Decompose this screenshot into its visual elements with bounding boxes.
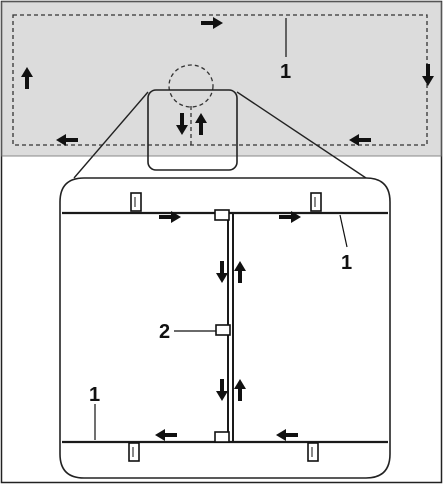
callout-label: 1 (89, 384, 100, 406)
overview-area (1, 1, 442, 157)
post-icon (310, 192, 322, 212)
overview-island (168, 64, 214, 108)
post-icon (307, 442, 319, 462)
callout-leader (339, 214, 348, 248)
callout-label: 1 (341, 252, 352, 274)
post-icon (130, 192, 142, 212)
insulator-icon (215, 324, 231, 336)
zoom-source-frame (147, 89, 238, 171)
zoom-line (236, 91, 367, 179)
callout-label: 1 (280, 61, 291, 83)
callout-label: 2 (159, 321, 170, 343)
zoom-line (73, 91, 149, 179)
post-icon (128, 442, 140, 462)
insulator-icon (214, 209, 230, 221)
insulator-icon (214, 431, 230, 443)
